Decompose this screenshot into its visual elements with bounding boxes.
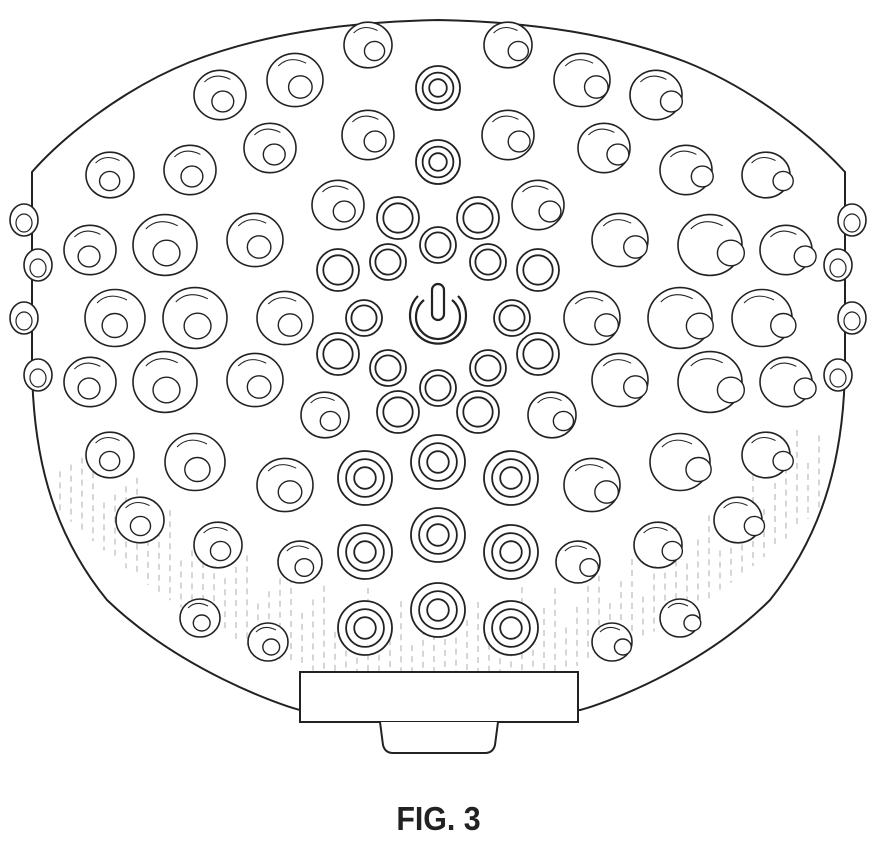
massage-nub <box>528 392 576 438</box>
side-nub <box>824 249 852 281</box>
ring-node <box>494 300 530 336</box>
bottom-tab <box>300 672 578 722</box>
massage-nub <box>312 180 364 229</box>
massage-nub <box>64 225 116 274</box>
side-nub <box>838 302 866 334</box>
massage-nub <box>86 432 134 478</box>
massage-nub <box>194 70 246 119</box>
massage-nub <box>592 213 648 266</box>
massage-nub <box>180 599 220 637</box>
massage-nub <box>564 458 620 511</box>
ring-node <box>470 350 506 386</box>
massage-nub <box>227 213 283 266</box>
massage-nub <box>278 541 322 583</box>
massage-nub <box>648 288 713 349</box>
massage-nub <box>484 22 532 68</box>
massage-nub <box>660 145 713 194</box>
massage-nub <box>650 434 711 491</box>
massage-nub <box>554 53 610 106</box>
side-nub <box>838 204 866 236</box>
massage-nub <box>578 123 630 172</box>
massage-nub <box>344 22 392 68</box>
massage-nub <box>556 541 600 583</box>
massage-nub <box>194 522 242 568</box>
massage-nub <box>257 291 313 344</box>
ring-node <box>346 300 382 336</box>
massage-nub <box>64 357 116 406</box>
massage-nub <box>564 291 620 344</box>
side-nub <box>24 249 52 281</box>
ring-node <box>411 508 465 562</box>
massage-nub <box>634 522 682 568</box>
massage-nub <box>165 434 225 491</box>
ring-node <box>338 601 392 655</box>
massage-nub <box>630 70 682 119</box>
massage-nub <box>482 110 534 159</box>
figure-caption: FIG. 3 <box>35 800 842 838</box>
massage-nub <box>133 352 197 413</box>
massage-head-drawing <box>0 0 877 760</box>
ring-node <box>420 370 456 406</box>
massage-nub <box>301 392 349 438</box>
massage-nub <box>116 497 164 543</box>
ring-node <box>370 350 406 386</box>
ring-node <box>338 525 392 579</box>
ring-node <box>457 391 499 433</box>
ring-node <box>416 140 460 184</box>
ring-node <box>420 227 456 263</box>
side-nub <box>10 204 38 236</box>
ring-node <box>416 66 460 110</box>
massage-nub <box>342 110 394 159</box>
ring-node <box>484 601 538 655</box>
ring-node <box>317 333 359 375</box>
massage-nub <box>86 152 134 198</box>
ring-node <box>457 197 499 239</box>
massage-nub <box>85 290 145 347</box>
ring-node <box>517 249 559 291</box>
massage-nub <box>133 215 197 276</box>
ring-node <box>484 451 538 505</box>
massage-nub <box>227 353 283 406</box>
patent-drawing <box>0 0 877 760</box>
ring-node <box>484 525 538 579</box>
massage-nub <box>257 458 313 511</box>
side-nub <box>824 359 852 391</box>
ring-node <box>411 583 465 637</box>
side-nub <box>10 302 38 334</box>
massage-nub <box>592 353 648 406</box>
ring-node <box>377 391 419 433</box>
massage-nub <box>163 288 227 349</box>
ring-node <box>317 249 359 291</box>
bottom-foot <box>380 722 498 753</box>
massage-nub <box>244 123 296 172</box>
massage-nub <box>660 599 701 637</box>
ring-node <box>370 244 406 280</box>
massage-nub <box>512 180 564 229</box>
ring-node <box>377 197 419 239</box>
ring-node <box>338 451 392 505</box>
massage-nub <box>248 623 288 661</box>
massage-nub <box>267 53 323 106</box>
massage-nub <box>164 145 216 194</box>
ring-node <box>411 435 465 489</box>
ring-node <box>470 244 506 280</box>
ring-node <box>517 333 559 375</box>
side-nub <box>24 359 52 391</box>
massage-nub <box>592 623 632 661</box>
